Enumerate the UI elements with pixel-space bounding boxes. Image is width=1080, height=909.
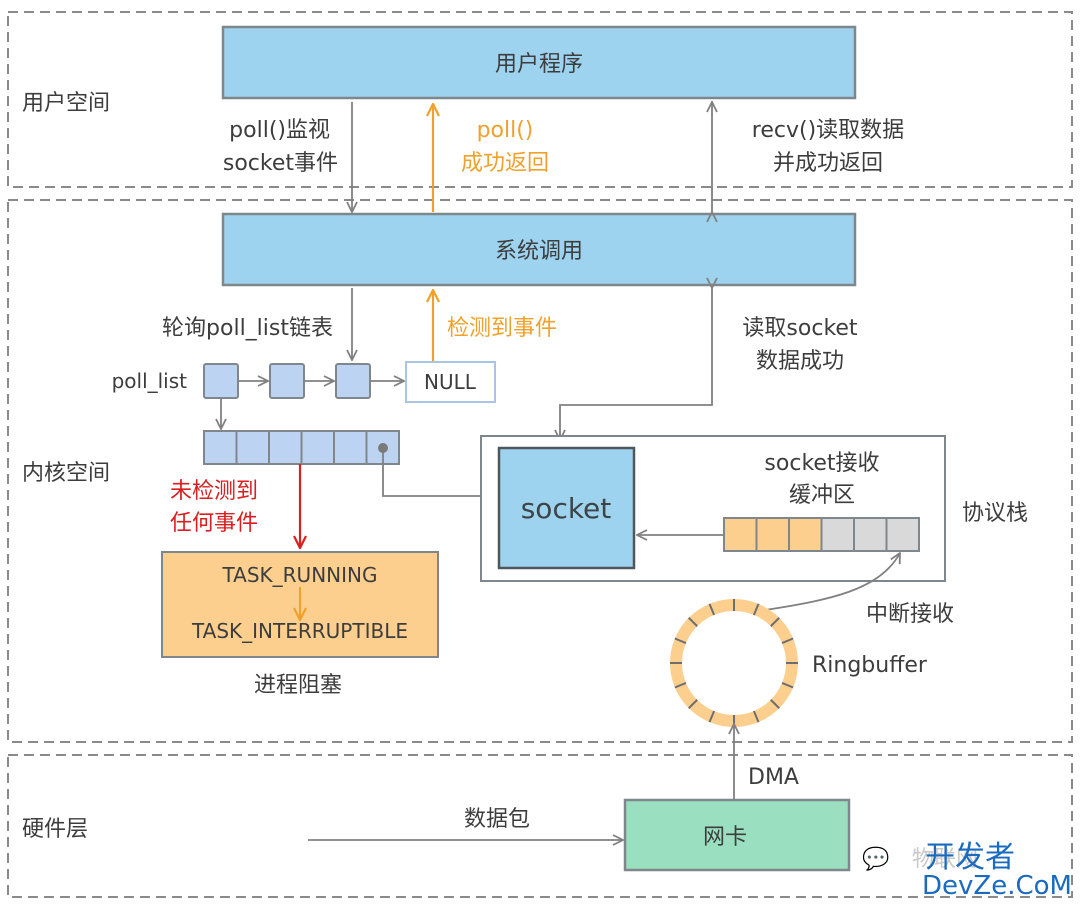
poll-list-iter-label: 轮询poll_list链表 [162, 316, 333, 341]
user-space-label: 用户空间 [22, 91, 110, 116]
kernel-space-label: 内核空间 [22, 461, 110, 486]
poll-entry-cell [333, 430, 368, 465]
poll-list-node [335, 363, 371, 399]
poll-monitor-label-2: socket事件 [223, 151, 338, 176]
poll-return-label-1: poll() [477, 118, 534, 143]
recv-label-1: recv()读取数据 [752, 118, 904, 143]
poll-entry-cell [300, 430, 335, 465]
poll-list-node [269, 363, 305, 399]
ringbuffer-slot-tick [752, 710, 760, 723]
socket-label: socket [521, 492, 612, 525]
ringbuffer-slot-tick [781, 637, 794, 645]
read-socket-label-1: 读取socket [742, 316, 858, 341]
ringbuffer-slot-tick [781, 681, 794, 689]
poll-entry-cell [268, 430, 303, 465]
entry-pointer-dot [378, 443, 388, 453]
ringbuffer-slot-tick [770, 617, 780, 627]
watermark: 💬 物联网 开发者 DevZe.CoM [862, 840, 1072, 901]
user-program-box [221, 25, 857, 100]
read-socket-arrow [560, 288, 712, 440]
recv-buffer-label-1: socket接收 [764, 451, 879, 476]
null-box [405, 361, 496, 403]
protocol-stack-label: 协议栈 [962, 501, 1028, 526]
hardware-label: 硬件层 [22, 817, 88, 842]
packet-label: 数据包 [464, 807, 530, 832]
ringbuffer-slot-tick [674, 681, 687, 689]
ringbuffer-ticks [670, 599, 798, 727]
read-socket-label-2: 数据成功 [756, 349, 844, 374]
poll-list-nodes [203, 363, 404, 429]
null-label: NULL [424, 370, 477, 394]
nic-box [623, 798, 851, 872]
recv-buffer-cells [723, 517, 920, 552]
no-event-label-2: 任何事件 [170, 511, 258, 536]
kernel-space-region [7, 199, 1073, 743]
watermark-line1: 开发者 [925, 840, 1015, 875]
ringbuffer-slot-tick [688, 699, 698, 709]
poll-monitor-label-1: poll()监视 [229, 118, 330, 143]
socket-box [497, 446, 636, 570]
user-program-label: 用户程序 [495, 52, 583, 77]
poll-list-node [203, 363, 239, 399]
buffer-cell-empty [885, 517, 920, 552]
poll-return-label-2: 成功返回 [461, 151, 549, 176]
poll-entry-cell [235, 430, 270, 465]
interrupt-recv-arrow [764, 553, 900, 611]
recv-label-2: 并成功返回 [773, 151, 883, 176]
entry-to-socket-arrow [382, 452, 496, 496]
syscall-box [221, 212, 857, 287]
wechat-icon: 💬 [862, 846, 889, 872]
buffer-cell-filled [723, 517, 758, 552]
ringbuffer-label: Ringbuffer [812, 653, 928, 678]
watermark-faded: 物联网 [912, 847, 978, 872]
task-running-label: TASK_RUNNING [222, 563, 378, 587]
event-detected-label: 检测到事件 [447, 316, 557, 341]
no-event-label-1: 未检测到 [170, 479, 258, 504]
interrupt-recv-label: 中断接收 [866, 602, 954, 627]
ringbuffer-slot-tick [752, 603, 760, 616]
user-space-region [7, 11, 1073, 188]
syscall-label: 系统调用 [495, 239, 583, 264]
buffer-cell-filled [755, 517, 790, 552]
poll-list-label: poll_list [112, 369, 188, 393]
hardware-region [7, 754, 1073, 898]
recv-buffer-label-2: 缓冲区 [789, 483, 855, 508]
dma-label: DMA [748, 765, 799, 790]
process-blocked-label: 进程阻塞 [254, 673, 342, 698]
ringbuffer-slot-tick [770, 699, 780, 709]
buffer-cell-filled [788, 517, 823, 552]
task-interruptible-label: TASK_INTERRUPTIBLE [191, 619, 408, 643]
ringbuffer-slot-tick [674, 637, 687, 645]
nic-label: 网卡 [703, 825, 747, 850]
poll-entry-array [203, 430, 400, 465]
ringbuffer-slot-tick [708, 603, 716, 616]
watermark-line2: DevZe.CoM [922, 871, 1072, 901]
buffer-cell-empty [853, 517, 888, 552]
ringbuffer-slot-tick [708, 710, 716, 723]
buffer-cell-empty [820, 517, 855, 552]
ringbuffer-slot-tick [688, 617, 698, 627]
poll-entry-cell [203, 430, 238, 465]
